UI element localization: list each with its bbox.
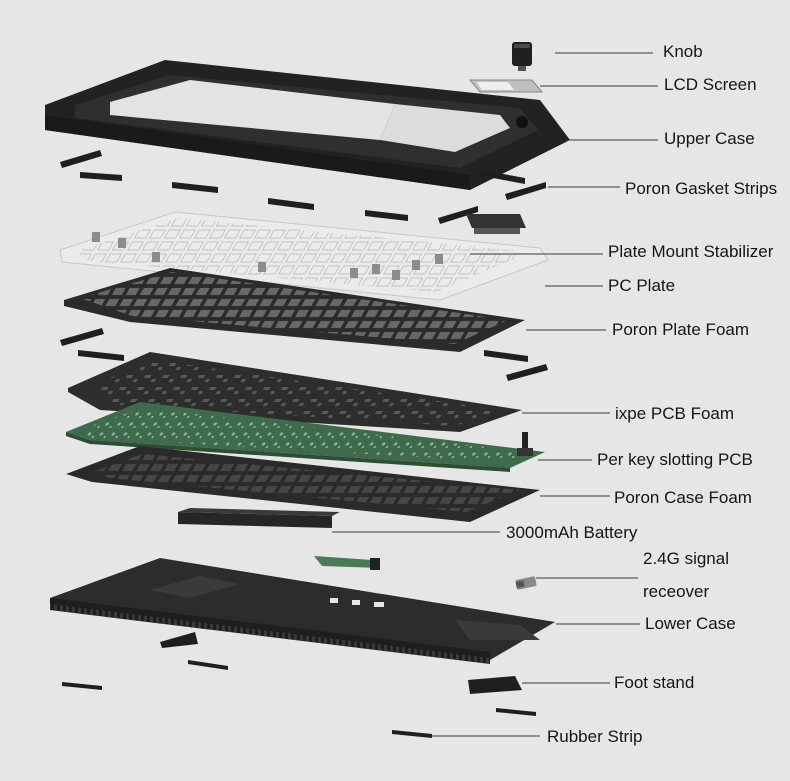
label-upper-case: Upper Case — [664, 129, 755, 148]
pc-plate-part — [59, 211, 549, 301]
label-knob: Knob — [663, 42, 703, 61]
label-signal-receiver-line1: 2.4G signal — [643, 549, 729, 568]
lower-case-part — [50, 558, 555, 664]
label-battery: 3000mAh Battery — [506, 523, 638, 542]
dongle-part — [515, 576, 537, 590]
leader-lines — [332, 52, 658, 737]
label-rubber-strip: Rubber Strip — [547, 727, 643, 746]
label-ixpe-pcb-foam: ixpe PCB Foam — [615, 404, 735, 423]
receiver-board-part — [314, 556, 380, 570]
label-poron-gasket-strips: Poron Gasket Strips — [625, 179, 778, 198]
label-lower-case: Lower Case — [645, 614, 736, 633]
rubber-strip-parts — [62, 660, 536, 738]
upper-case-part — [45, 60, 570, 190]
stabilizer-part — [466, 214, 526, 234]
gasket-strips-upper — [60, 150, 546, 224]
label-foot-stand: Foot stand — [614, 673, 695, 692]
label-pc-plate: PC Plate — [608, 276, 676, 295]
label-poron-case-foam: Poron Case Foam — [614, 488, 752, 507]
knob-part — [512, 42, 532, 71]
label-signal-receiver-line2: receover — [643, 582, 710, 601]
gasket-strips-lower — [60, 328, 548, 381]
lcd-screen-part — [468, 79, 544, 93]
battery-part — [178, 508, 340, 528]
foot-stand-parts — [160, 632, 522, 694]
label-plate-mount-stabilizer: Plate Mount Stabilizer — [608, 242, 774, 261]
label-per-key-slotting-pcb: Per key slotting PCB — [597, 450, 753, 469]
pcb-part — [66, 402, 545, 472]
label-lcd-screen: LCD Screen — [664, 75, 757, 94]
poron-case-foam-part — [66, 446, 540, 522]
poron-plate-foam-part — [64, 268, 525, 352]
label-poron-plate-foam: Poron Plate Foam — [612, 320, 750, 339]
